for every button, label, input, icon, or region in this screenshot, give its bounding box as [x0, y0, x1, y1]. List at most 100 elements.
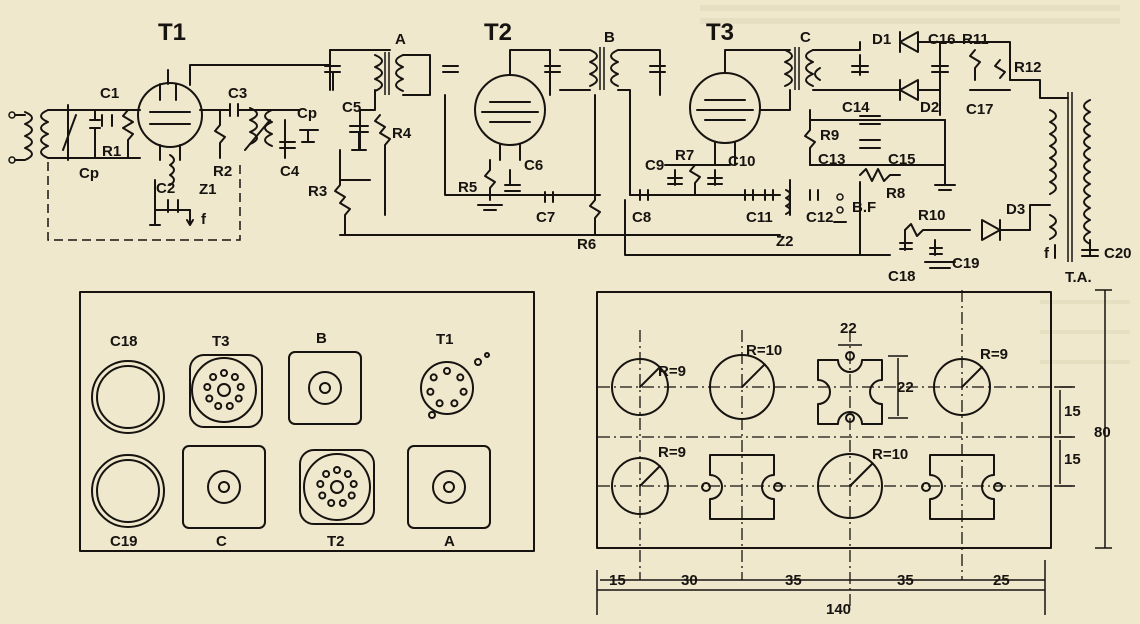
transformer-label: A: [395, 31, 406, 48]
socket-pin: [456, 373, 465, 382]
component-label: R9: [820, 127, 839, 144]
socket-pin: [338, 499, 347, 507]
socket-pin: [214, 402, 223, 410]
component-label: C20: [1104, 245, 1132, 262]
dimension-label: 30: [681, 572, 698, 589]
component-label: D2: [920, 99, 939, 116]
component-label: C7: [536, 209, 555, 226]
socket-pin: [333, 466, 341, 474]
layout-label: T3: [212, 333, 230, 350]
component-label: f: [1044, 245, 1050, 262]
socket-pin: [318, 491, 327, 500]
dimension-label: 15: [1064, 451, 1081, 468]
component-label: C18: [888, 268, 916, 285]
socket-pin: [236, 383, 245, 391]
component-label: Z1: [199, 181, 217, 198]
component-label: Cp: [79, 165, 99, 182]
layout-label: C: [216, 533, 227, 550]
socket-pin: [435, 399, 444, 408]
component-label: Z2: [776, 233, 794, 250]
component-label: R10: [918, 207, 946, 224]
component-label: R12: [1014, 59, 1042, 76]
socket-pin: [450, 399, 459, 408]
component-label: R5: [458, 179, 477, 196]
socket-pin: [426, 387, 435, 396]
dimension-label: 80: [1094, 424, 1111, 441]
socket-pin: [443, 367, 451, 375]
component-label: R1: [102, 143, 121, 160]
component-label: R4: [392, 125, 412, 142]
socket-pin: [203, 383, 212, 391]
transformer-label: T.A.: [1065, 269, 1092, 286]
component-label: C2: [156, 180, 175, 197]
component-label: R7: [675, 147, 694, 164]
component-label: C5: [342, 99, 361, 116]
socket-pin: [220, 369, 228, 377]
component-label: B.F: [852, 199, 876, 216]
socket-pin: [327, 499, 336, 507]
component-label: R8: [886, 185, 905, 202]
transformer-label: C: [800, 29, 811, 46]
component-label: R3: [308, 183, 327, 200]
dimension-label: 35: [897, 572, 914, 589]
dimension-label: 22: [897, 379, 914, 396]
radius-label: R=9: [658, 444, 686, 461]
dimension-label: 22: [840, 320, 857, 337]
transformer-label: B: [604, 29, 615, 46]
layout-label: A: [444, 533, 455, 550]
drilling-plan: R=9 R=10 R=10 R=9 R=9 22 22 15 15 80 15 …: [596, 289, 1112, 618]
radius-label: R=9: [658, 363, 686, 380]
layout-label: T2: [327, 533, 345, 550]
socket-pin: [349, 480, 358, 488]
socket-pin: [205, 394, 214, 403]
socket-pin: [459, 387, 468, 396]
socket-pin: [225, 402, 234, 410]
socket-pin: [322, 470, 331, 478]
dimension-label: 35: [785, 572, 802, 589]
socket-pin: [234, 394, 243, 403]
component-label: C15: [888, 151, 916, 168]
radius-label: R=10: [872, 446, 908, 463]
socket-pin: [230, 373, 239, 381]
radius-label: R=10: [746, 342, 782, 359]
socket-pin: [209, 373, 218, 381]
component-label: C1: [100, 85, 119, 102]
schematic: [8, 31, 1099, 269]
socket-pin: [429, 373, 438, 382]
layout-label: C18: [110, 333, 138, 350]
socket-pin: [347, 491, 356, 500]
component-label: C9: [645, 157, 664, 174]
socket-pin: [316, 480, 325, 488]
dimension-label: 15: [1064, 403, 1081, 420]
component-label: C11: [746, 209, 773, 226]
component-label: C8: [632, 209, 651, 226]
component-label: R11: [962, 31, 989, 48]
dimension-label: 25: [993, 572, 1010, 589]
socket-pin: [343, 470, 352, 478]
component-label: D1: [872, 31, 891, 48]
component-label: D3: [1006, 201, 1025, 218]
radius-label: R=9: [980, 346, 1008, 363]
schematic-labels: T1 T2 T3 A B C T.A. C1 C2 C3 C4 C5 C6 C7…: [79, 19, 1132, 286]
component-label: C4: [280, 163, 300, 180]
component-layout: C18 T3 B T1 C19 C T2 A: [79, 291, 535, 552]
component-label: C13: [818, 151, 846, 168]
component-label: C12: [806, 209, 834, 226]
component-label: C10: [728, 153, 756, 170]
component-label: f: [201, 211, 207, 228]
component-label: R6: [577, 236, 596, 253]
component-label: C16: [928, 31, 956, 48]
tube-label: T3: [706, 19, 734, 46]
component-label: Cp: [297, 105, 317, 122]
tube-label: T2: [484, 19, 512, 46]
component-label: R2: [213, 163, 232, 180]
component-label: C3: [228, 85, 247, 102]
layout-label: C19: [110, 533, 138, 550]
layout-label: T1: [436, 331, 454, 348]
component-label: C6: [524, 157, 543, 174]
dimension-label: 140: [826, 601, 851, 618]
dimension-label: 15: [609, 572, 626, 589]
component-label: C19: [952, 255, 980, 272]
